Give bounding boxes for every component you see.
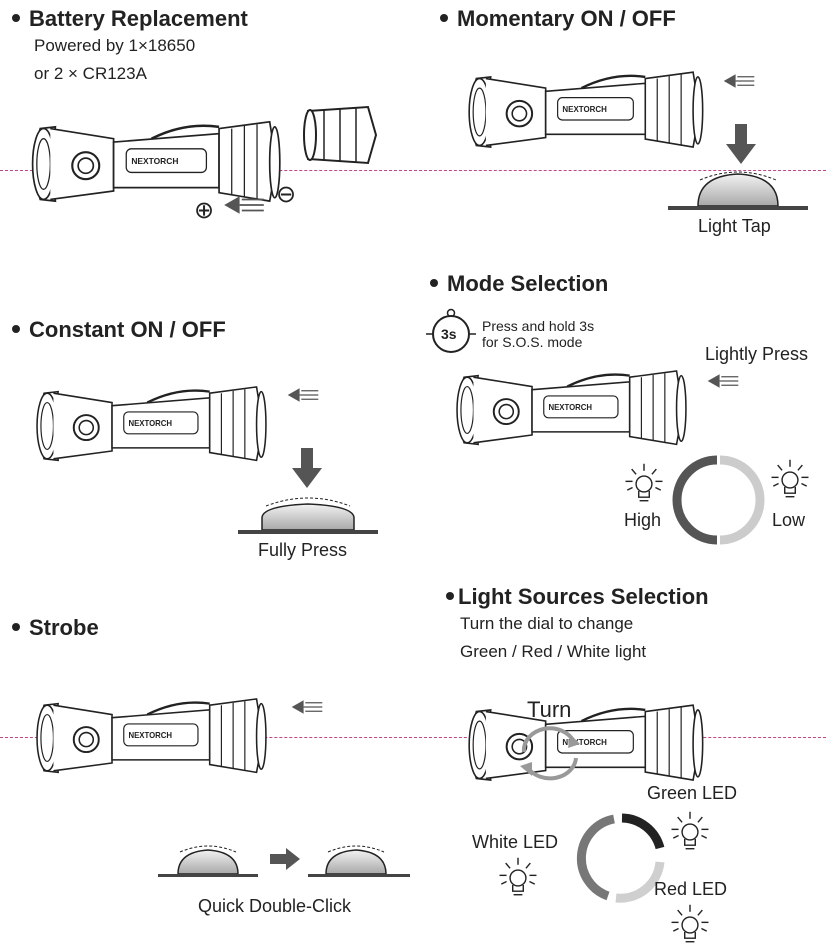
timer-value: 3s [441,326,457,342]
battery-title: Battery Replacement [12,6,248,32]
turn-arrows-icon [520,726,580,781]
sources-line-1: Turn the dial to change [460,614,634,633]
hold-text-line-2: for S.O.S. mode [482,334,583,350]
lightly-press-label: Lightly Press [705,344,809,364]
high-label: High [624,510,662,530]
battery-line-1: Powered by 1×18650 [34,36,196,55]
light-tap-label: Light Tap [698,216,771,236]
momentary-flashlight-illustration [462,62,717,162]
low-label: Low [772,510,806,530]
sources-title: Light Sources Selection [446,584,709,610]
white-led-label: White LED [472,832,559,852]
plus-icon: ⊕ [194,197,215,224]
sources-line-2: Green / Red / White light [460,642,647,661]
double-click-label: Quick Double-Click [198,896,352,916]
minus-icon: ⊖ [276,181,297,208]
guide-line-bottom [0,737,826,738]
battery-line-2: or 2 × CR123A [34,64,147,83]
tailcap-illustration [303,105,378,165]
double-click-illustration [158,845,410,877]
mode-flashlight-illustration [450,360,700,460]
down-arrow-icon [726,124,756,164]
green-led-label: Green LED [647,783,738,803]
white-led-bulb-icon [496,856,540,900]
fully-press-label: Fully Press [258,540,348,560]
guide-line-top [0,170,826,171]
press-arrow-icon [286,386,320,404]
press-arrow-icon [722,72,756,90]
led-ring-icon [576,813,665,903]
press-arrow-icon [706,372,740,390]
light-tap-button-illustration [668,171,808,210]
constant-flashlight-illustration [30,376,280,476]
brightness-ring-icon [672,455,765,545]
momentary-title: Momentary ON / OFF [440,6,676,32]
constant-title: Constant ON / OFF [12,317,226,343]
strobe-title: Strobe [12,615,99,641]
press-arrow-icon [290,698,324,716]
strobe-flashlight-illustration [30,688,280,788]
red-led-bulb-icon [668,903,712,947]
red-led-label: Red LED [654,879,728,899]
green-led-bulb-icon [668,810,712,854]
hold-text-line-1: Press and hold 3s [482,318,595,334]
timer-icon [426,308,476,353]
high-bulb-icon [622,462,666,506]
fully-press-button-illustration [238,497,378,534]
mode-title: Mode Selection [430,271,608,297]
turn-label: Turn [527,697,572,722]
low-bulb-icon [768,458,812,502]
down-arrow-icon [292,448,322,488]
insert-direction-arrow-icon [216,194,272,216]
